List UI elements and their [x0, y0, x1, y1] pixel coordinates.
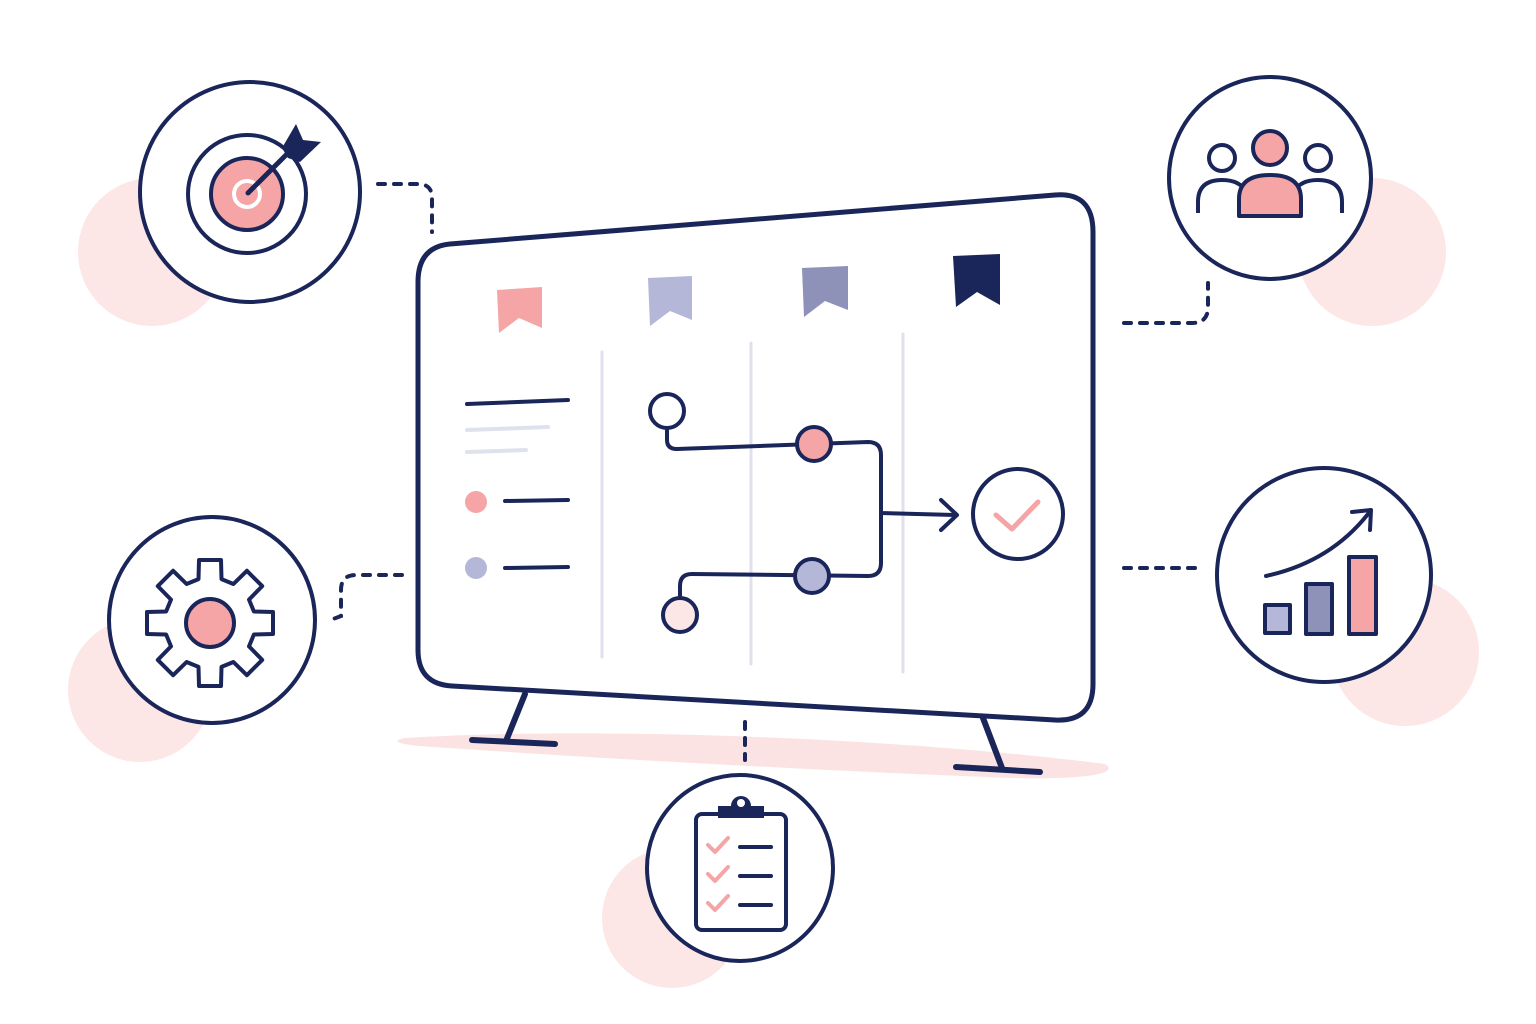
- board-frame: [415, 192, 1096, 723]
- list-subline-1: [465, 425, 550, 432]
- badge-chart: [1215, 466, 1433, 684]
- flow-path-top: [665, 426, 957, 517]
- mid-node-top: [795, 425, 833, 463]
- badge-clipboard: [645, 773, 835, 963]
- flag-lavender: [648, 276, 692, 326]
- list-item-line-1: [503, 498, 570, 503]
- flow-nodes: [648, 392, 833, 634]
- list-subline-2: [465, 448, 528, 454]
- start-node-bottom: [661, 596, 699, 634]
- list-bullet-coral: [465, 491, 487, 513]
- goal-check: [971, 467, 1065, 561]
- foot-right: [953, 764, 1043, 775]
- flag-navy: [953, 254, 1000, 307]
- start-node-top: [648, 392, 686, 430]
- badge-team: [1167, 75, 1373, 281]
- flag-coral: [497, 287, 542, 333]
- checklist-checks: [706, 836, 730, 912]
- growth-chart-icon: [1263, 508, 1378, 636]
- chart-bar-1: [1263, 603, 1292, 635]
- list-item-line-2: [503, 565, 570, 570]
- connector-target: [376, 182, 434, 234]
- connector-team: [1122, 281, 1210, 325]
- leg-left: [503, 691, 528, 744]
- connector-gear: [326, 573, 404, 623]
- target-arrow-fletching: [282, 124, 321, 162]
- team-center-body: [1237, 173, 1303, 218]
- list-heading-line: [465, 398, 570, 406]
- sidebar-list: [465, 398, 570, 579]
- board-legs: [469, 691, 1043, 775]
- column-dividers: [600, 332, 905, 674]
- checklist-lines: [738, 845, 773, 907]
- gear-hub: [184, 597, 236, 649]
- chart-bar-3: [1347, 555, 1378, 636]
- goal-circle: [971, 467, 1065, 561]
- foot-left: [469, 737, 558, 747]
- chart-trend-arrowhead: [1350, 508, 1373, 532]
- flow-arrowhead: [939, 498, 959, 532]
- badge-gear: [107, 515, 317, 725]
- target-arrow-shaft: [245, 146, 295, 196]
- team-left-head: [1207, 143, 1237, 173]
- gear-icon: [145, 558, 275, 688]
- badge-target: [138, 80, 362, 304]
- target-outer-ring: [186, 133, 308, 255]
- board-shadow: [397, 733, 1109, 779]
- chart-bar-2: [1304, 582, 1334, 636]
- checklist-check-1: [706, 836, 730, 854]
- checklist-icon: [694, 796, 788, 932]
- connectors: [326, 182, 1210, 762]
- badge-chart-ring: [1215, 466, 1433, 684]
- checklist-check-3: [706, 894, 730, 912]
- mid-node-bottom: [793, 557, 831, 595]
- team-right-head: [1303, 143, 1333, 173]
- chart-trend-line: [1264, 512, 1370, 578]
- target-icon: [186, 124, 321, 255]
- checklist-check-2: [706, 865, 730, 883]
- target-bullseye: [232, 179, 262, 209]
- clipboard-board: [694, 812, 788, 932]
- leg-right: [980, 715, 1005, 771]
- clipboard-clip-hole: [737, 799, 745, 807]
- check-icon: [993, 499, 1041, 532]
- team-icon: [1196, 129, 1344, 218]
- column-flags: [497, 254, 1000, 333]
- flow-diagram: [665, 426, 959, 599]
- flag-slate: [802, 266, 848, 317]
- team-center-head: [1251, 129, 1289, 167]
- list-bullet-lavender: [465, 557, 487, 579]
- flow-path-bottom: [678, 511, 883, 599]
